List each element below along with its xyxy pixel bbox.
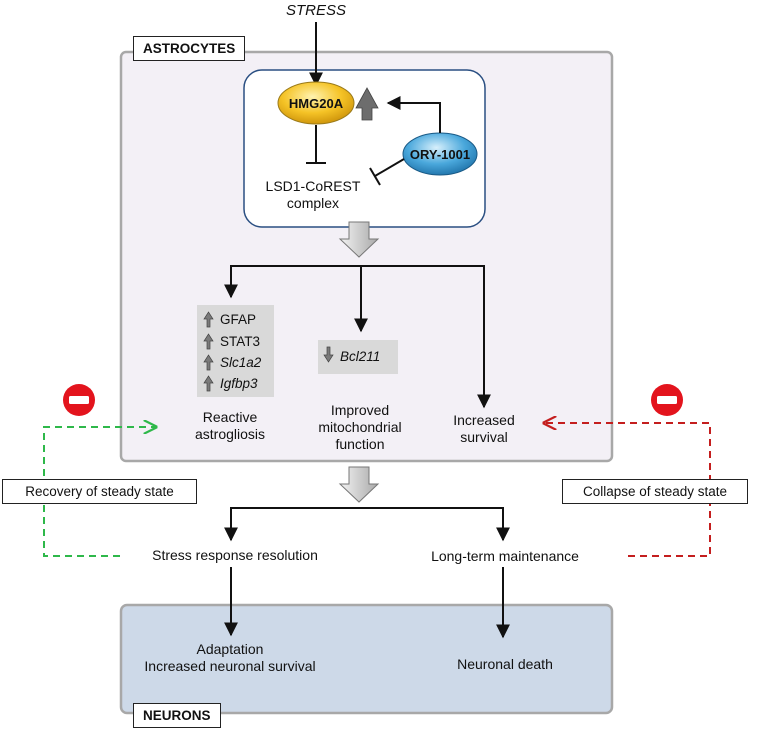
stress-label: STRESS <box>285 2 346 19</box>
astrocytes-label: ASTROCYTES <box>133 36 246 61</box>
mito-line1: Improved <box>330 402 390 418</box>
stop-icon-right <box>651 384 683 416</box>
neuronal-death-label: Neuronal death <box>457 656 553 672</box>
reactive-line2: astrogliosis <box>194 426 266 442</box>
transition-arrow-2 <box>338 466 380 503</box>
adaptation-line2: Increased neuronal survival <box>144 658 316 674</box>
transition-arrow-1 <box>338 221 380 258</box>
stop-icon-left <box>63 384 95 416</box>
adaptation-line1: Adaptation <box>196 641 264 657</box>
gene-gfap: GFAP <box>220 312 257 327</box>
recovery-label: Recovery of steady state <box>2 479 197 504</box>
lsd1-label-line2: complex <box>286 195 340 211</box>
gene-igfbp3: Igfbp3 <box>220 376 258 391</box>
ory-to-hmg-arrow <box>386 96 441 133</box>
long-term-label: Long-term maintenance <box>431 548 579 564</box>
ory-inhibit-line <box>374 158 405 177</box>
gene-up-arrows <box>203 311 214 392</box>
hmg20a-up-arrow-icon <box>355 87 379 121</box>
survival-line1: Increased <box>453 412 515 428</box>
mito-line2: mitochondrial <box>318 419 402 435</box>
gene-slc1a2: Slc1a2 <box>220 355 262 370</box>
hmg20a-node <box>277 81 355 125</box>
ory-inhibit-bar <box>369 167 381 186</box>
neurons-label: NEURONS <box>133 703 221 728</box>
gene-bcl211: Bcl211 <box>340 349 381 364</box>
stress-resolution-label: Stress response resolution <box>152 547 318 563</box>
recovery-loop <box>43 427 156 557</box>
lsd1-label-line1: LSD1-CoREST <box>265 178 361 194</box>
mito-line3: function <box>335 436 385 452</box>
neurons-box <box>119 603 614 715</box>
gene-down-arrow-icon <box>323 346 334 363</box>
gene-stat3: STAT3 <box>220 334 261 349</box>
collapse-label: Collapse of steady state <box>562 479 748 504</box>
hmg20a-label: HMG20A <box>288 96 344 111</box>
survival-line2: survival <box>460 429 508 445</box>
reactive-line1: Reactive <box>202 409 258 425</box>
ory1001-label: ORY-1001 <box>409 147 471 162</box>
